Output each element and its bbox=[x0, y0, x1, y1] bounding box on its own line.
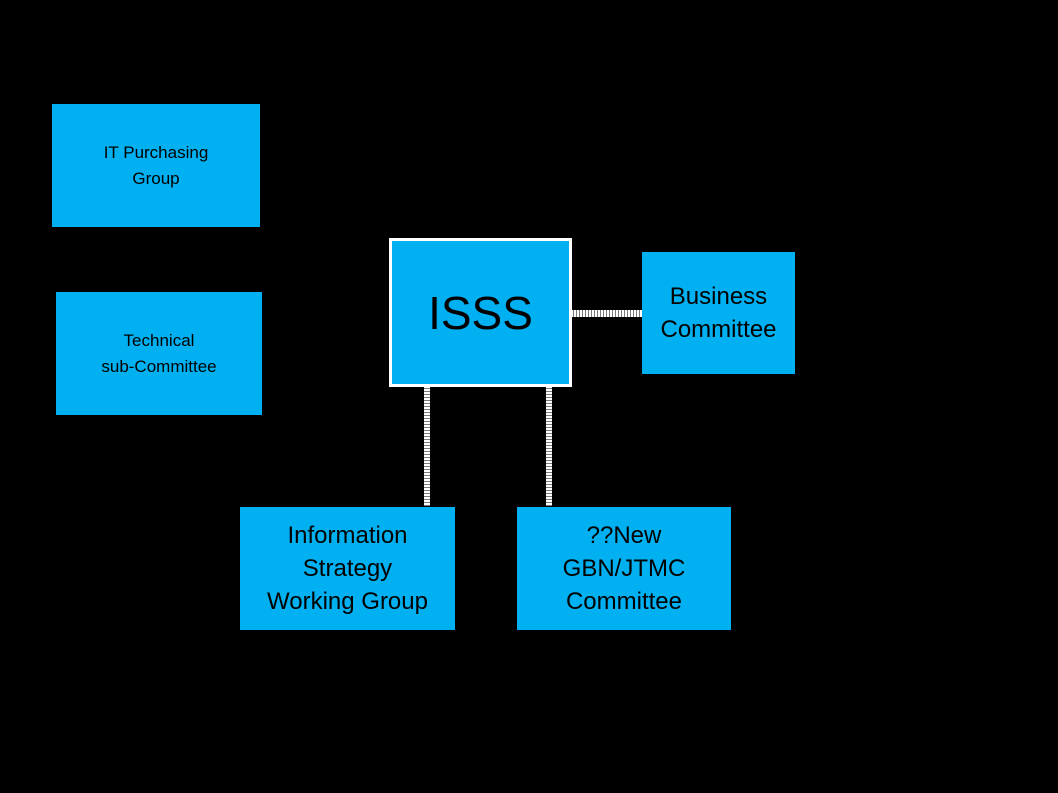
isss-box: ISSS bbox=[389, 238, 572, 387]
it-purchasing-group-box: IT Purchasing Group bbox=[52, 104, 260, 227]
connector-isss-business bbox=[571, 310, 643, 317]
new-gbn-jtmc-committee-box: ??New GBN/JTMC Committee bbox=[517, 507, 731, 630]
connector-isss-info-strategy bbox=[424, 386, 430, 506]
technical-sub-committee-box: Technical sub-Committee bbox=[56, 292, 262, 415]
information-strategy-working-group-box: Information Strategy Working Group bbox=[240, 507, 455, 630]
business-committee-box: Business Committee bbox=[642, 252, 795, 374]
connector-isss-new-committee bbox=[546, 386, 552, 506]
